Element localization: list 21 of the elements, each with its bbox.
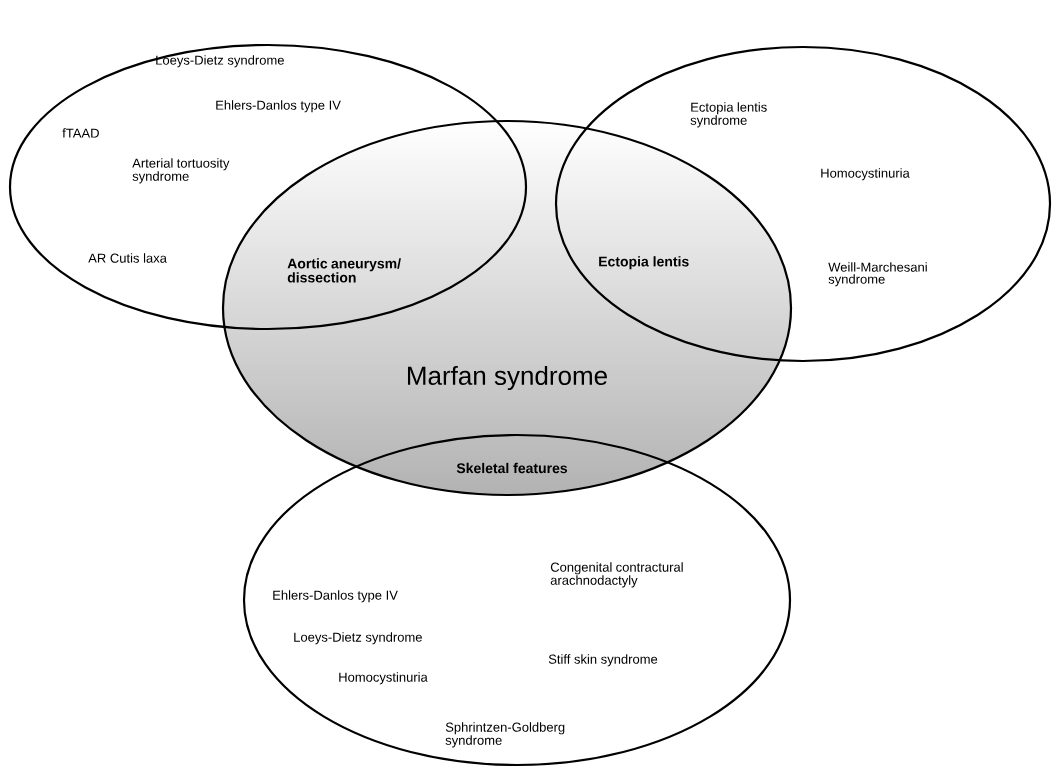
title-text: Marfan syndrome [408, 365, 607, 391]
syndrome-text: Loeys-Dietz syndrome [156, 55, 284, 68]
syndrome-text: Congenital contractural arachnodactyly [550, 562, 683, 588]
venn-ellipse [554, 45, 1052, 363]
venn-ellipse [242, 433, 792, 767]
syndrome-text: Ectopia lentis syndrome [690, 102, 767, 128]
venn-ellipse [8, 43, 528, 331]
syndrome-text: Loeys-Dietz syndrome [294, 632, 422, 645]
feature-label: Ectopia lentis [599, 256, 689, 270]
syndrome-text: Ehlers-Danlos type IV [216, 100, 341, 113]
syndrome-text: Homocystinuria [821, 168, 910, 181]
syndrome-text: Stiff skin syndrome [548, 654, 658, 667]
syndrome-text: Arterial tortuosity syndrome [132, 158, 230, 184]
feature-label: Aortic aneurysm/ dissection [287, 258, 401, 283]
syndrome-text: Sphrintzen-Goldberg syndrome [445, 722, 565, 748]
syndrome-text: Weill-Marchesani syndrome [828, 262, 927, 287]
syndrome-text: Homocystinuria [339, 672, 428, 685]
syndrome-text: AR Cutis laxa [88, 253, 167, 263]
syndrome-text: Ehlers-Danlos type IV [273, 590, 398, 603]
feature-label: Skeletal features [456, 462, 568, 474]
syndrome-text: fTAAD [62, 128, 99, 138]
